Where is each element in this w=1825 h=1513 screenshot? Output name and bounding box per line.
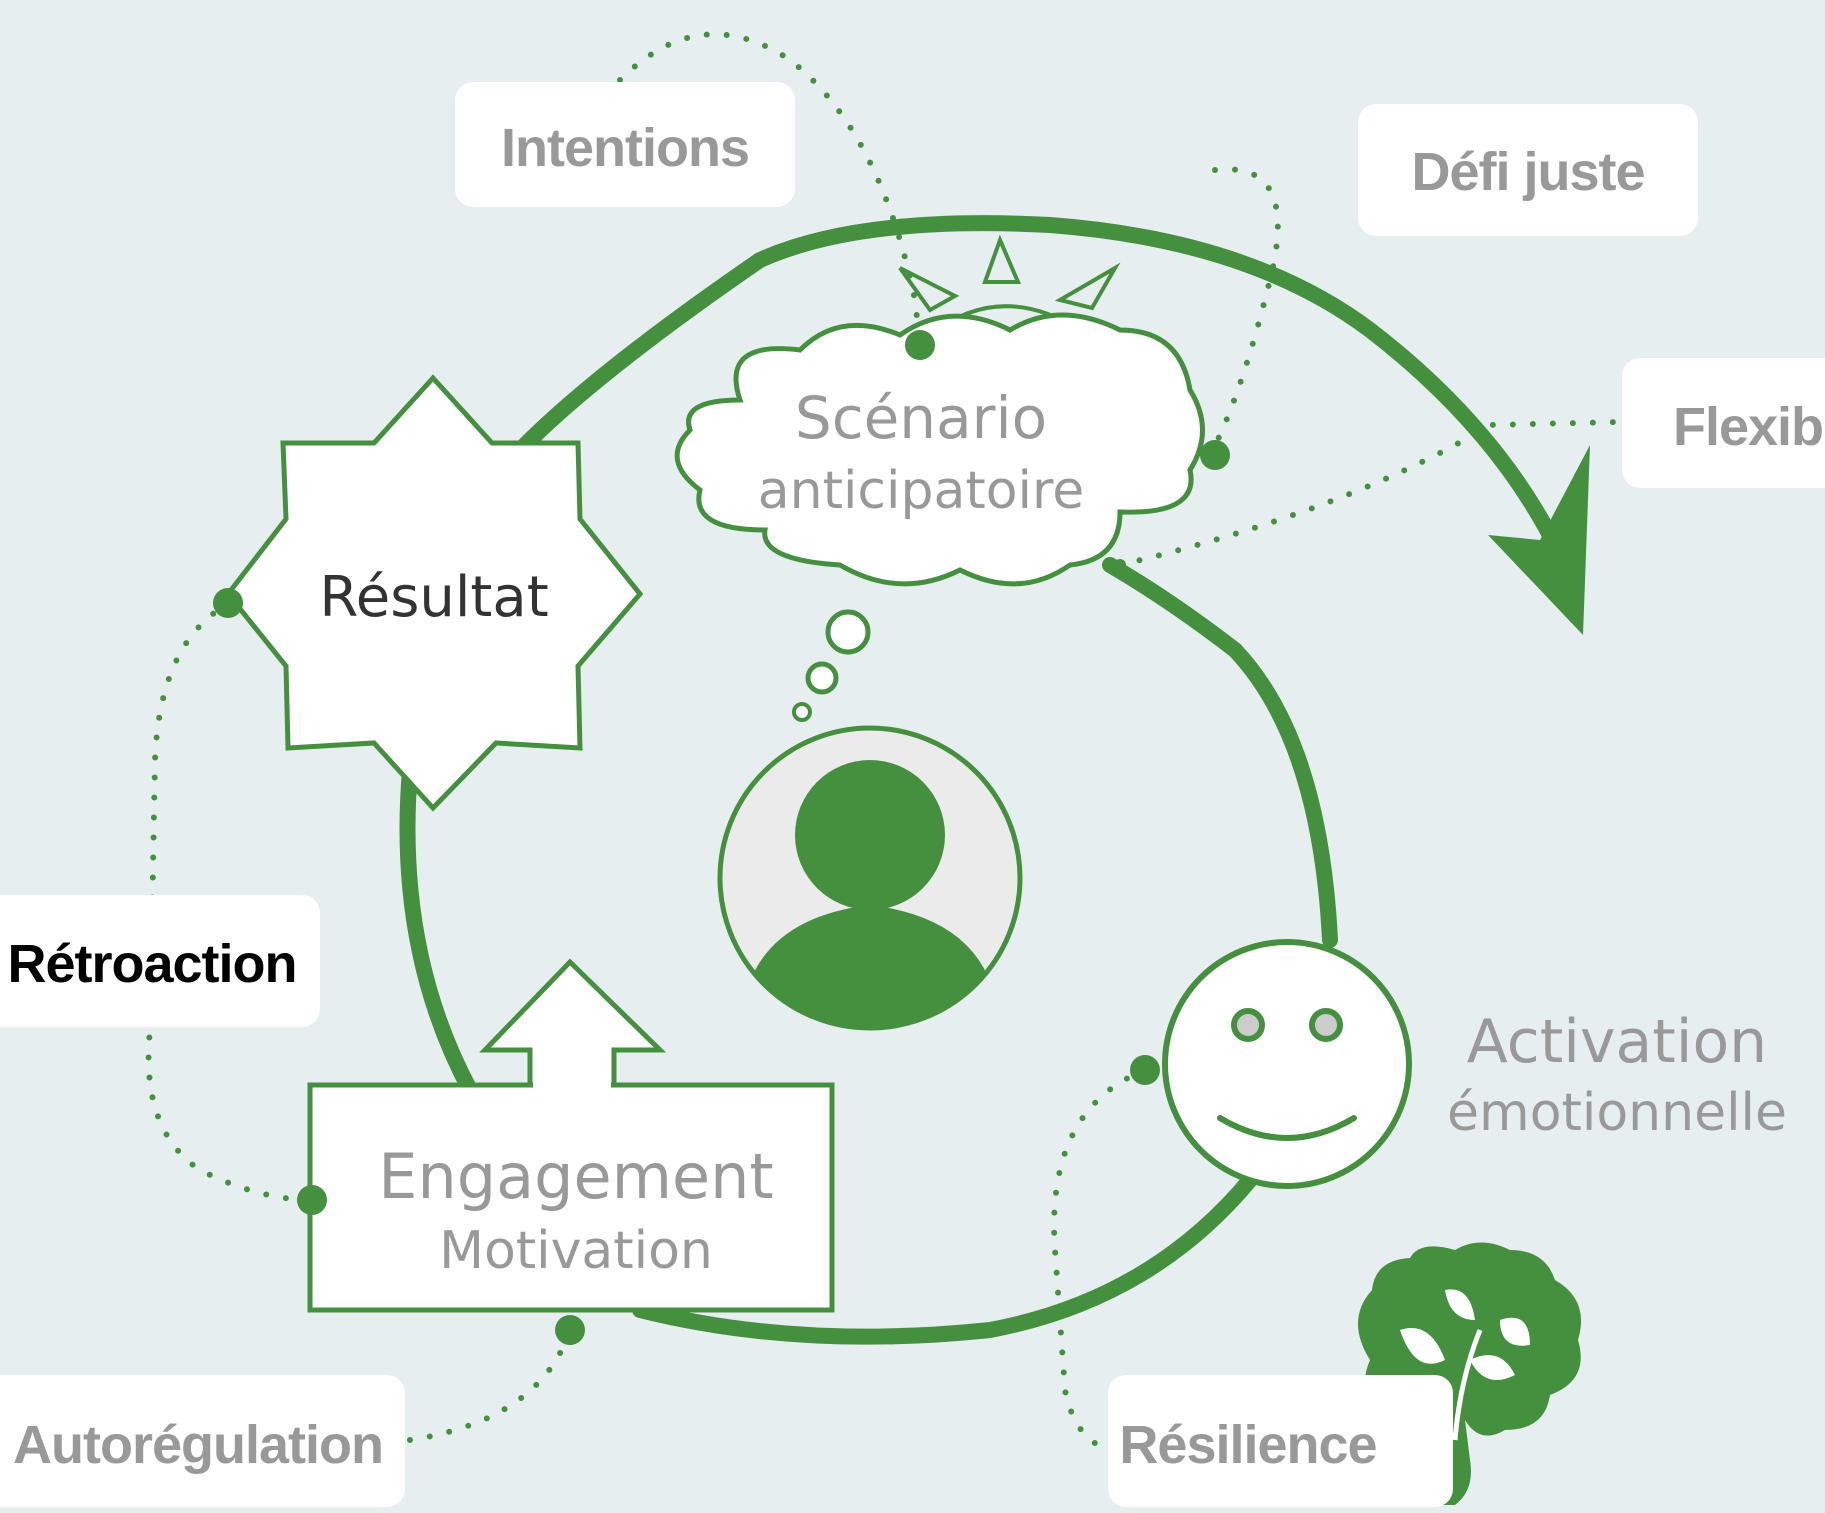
connector-autoregulation: [407, 1327, 573, 1443]
label-boxes: [0, 82, 1825, 1507]
dot-activation: [1130, 1055, 1160, 1085]
label-retroaction: Rétroaction: [7, 934, 296, 994]
motivation-label: Motivation: [439, 1221, 713, 1281]
dot-resultat: [213, 588, 243, 618]
box-intentions: [455, 82, 795, 207]
person-avatar-icon: [717, 725, 1023, 1031]
scenario-title: Scénario: [795, 384, 1047, 452]
label-intentions: Intentions: [501, 118, 749, 178]
box-defi-juste: [1358, 104, 1698, 236]
dot-defi-juste: [1200, 440, 1230, 470]
resultat-label: Résultat: [319, 565, 548, 630]
brain-plant-icon: [1357, 1242, 1582, 1505]
label-defi-juste: Défi juste: [1411, 142, 1644, 202]
box-resilience: [1108, 1375, 1453, 1507]
connector-retroaction: [145, 600, 315, 1203]
box-flexibilite: [1622, 358, 1825, 488]
cycle-arc-bottom: [632, 1172, 1258, 1345]
cycle-arc-right: [1102, 557, 1338, 948]
cycle-arc-top: [517, 215, 1568, 563]
label-autoregulation: Autorégulation: [13, 1415, 383, 1475]
dot-engagement-bottom: [555, 1315, 585, 1345]
dotted-connectors: [145, 31, 1623, 1453]
box-autoregulation: [0, 1375, 405, 1507]
label-flexibilite: Flexibilité: [1673, 397, 1825, 457]
cycle-arc-left: [399, 762, 478, 1098]
connection-dots: [213, 330, 1230, 1345]
resultat-star: [224, 374, 644, 812]
label-resilience: Résilience: [1119, 1415, 1376, 1475]
thought-cloud-icon: [674, 312, 1205, 722]
dot-engagement-left: [297, 1185, 327, 1215]
activation-title: Activation: [1467, 1007, 1767, 1077]
dot-scenario: [1114, 559, 1126, 571]
box-retroaction: [0, 895, 320, 1027]
activation-subtitle: émotionnelle: [1447, 1083, 1787, 1143]
cycle-arrowhead: [1488, 445, 1590, 635]
dot-intentions: [905, 330, 935, 360]
engagement-label: Engagement: [378, 1140, 773, 1213]
engagement-box: [307, 958, 835, 1313]
scenario-subtitle: anticipatoire: [758, 461, 1084, 521]
main-cycle: [399, 215, 1568, 1345]
connector-defi-juste: [1207, 166, 1281, 458]
smiley-face-icon: [1162, 939, 1412, 1189]
up-arrow-icon: [479, 958, 667, 1091]
